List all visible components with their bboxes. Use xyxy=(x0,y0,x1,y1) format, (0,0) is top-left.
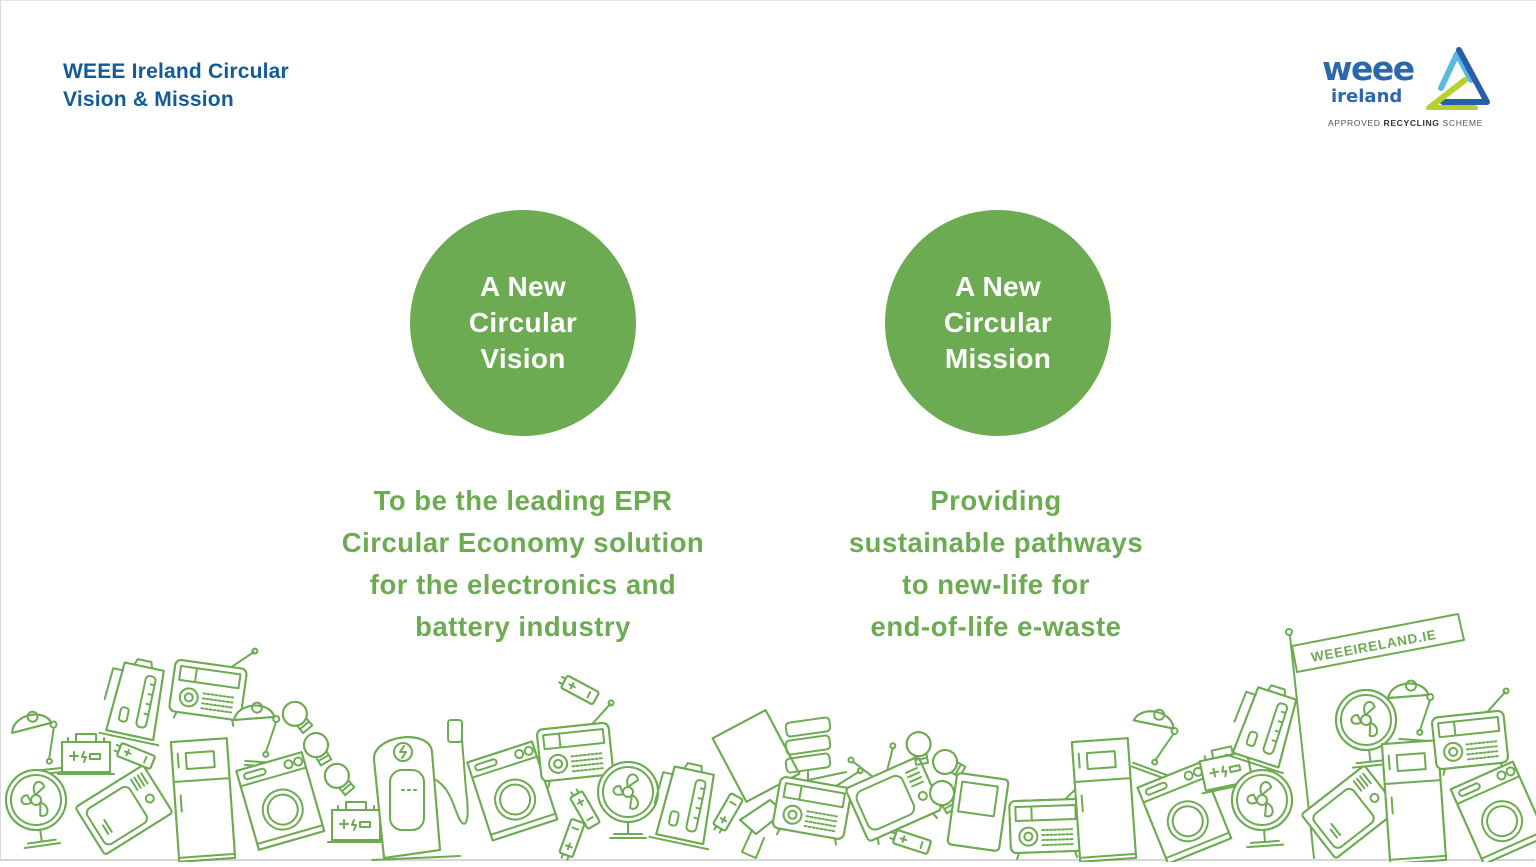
appliance-line-art: WEEEIRELAND.IE xyxy=(1,613,1536,866)
vision-statement-line: Circular Economy solution xyxy=(341,527,705,558)
e-waste-illustration: WEEEIRELAND.IE xyxy=(0,600,1536,866)
tablet xyxy=(711,709,801,803)
mission-statement: Providing sustainable pathways to new-li… xyxy=(766,480,1226,648)
mission-circle-line: Circular xyxy=(943,307,1053,338)
vision-statement: To be the leading EPR Circular Economy s… xyxy=(293,480,753,648)
logo-wordmark-ireland: ireland xyxy=(1331,86,1403,107)
recycling-triangle-icon xyxy=(1426,47,1490,110)
tagline-prefix: APPROVED xyxy=(1328,118,1384,128)
ev-charger xyxy=(371,719,469,861)
mission-statement-line: Providing xyxy=(930,485,1062,516)
vision-circle-line: Circular xyxy=(468,307,578,338)
page-title-line-2: Vision & Mission xyxy=(63,88,234,111)
logo-tagline: APPROVED RECYCLING SCHEME xyxy=(1328,118,1483,128)
mission-circle-line: A New xyxy=(954,271,1042,302)
mission-circle: A New Circular Mission xyxy=(885,210,1111,436)
mission-statement-line: end-of-life e-waste xyxy=(870,611,1122,642)
page-title: WEEE Ireland Circular Vision & Mission xyxy=(63,58,289,114)
tagline-suffix: SCHEME xyxy=(1439,118,1483,128)
mission-statement-line: sustainable pathways xyxy=(848,527,1144,558)
vision-circle-line: Vision xyxy=(480,343,566,374)
vision-circle-line: A New xyxy=(479,271,567,302)
oscilloscope xyxy=(946,772,1010,852)
vision-statement-line: for the electronics and xyxy=(369,569,677,600)
page-title-line-1: WEEE Ireland Circular xyxy=(63,60,289,83)
vision-statement-line: battery industry xyxy=(415,611,631,642)
vision-circle: A New Circular Vision xyxy=(410,210,636,436)
mission-statement-line: to new-life for xyxy=(902,569,1090,600)
mission-circle-line: Mission xyxy=(944,343,1052,374)
tagline-bold: RECYCLING xyxy=(1383,118,1440,128)
logo-wordmark-weee: weee xyxy=(1322,49,1415,88)
vision-statement-line: To be the leading EPR xyxy=(373,485,673,516)
weee-ireland-logo: weee ireland APPROVED RECYCLING SCHEME xyxy=(1318,44,1496,130)
